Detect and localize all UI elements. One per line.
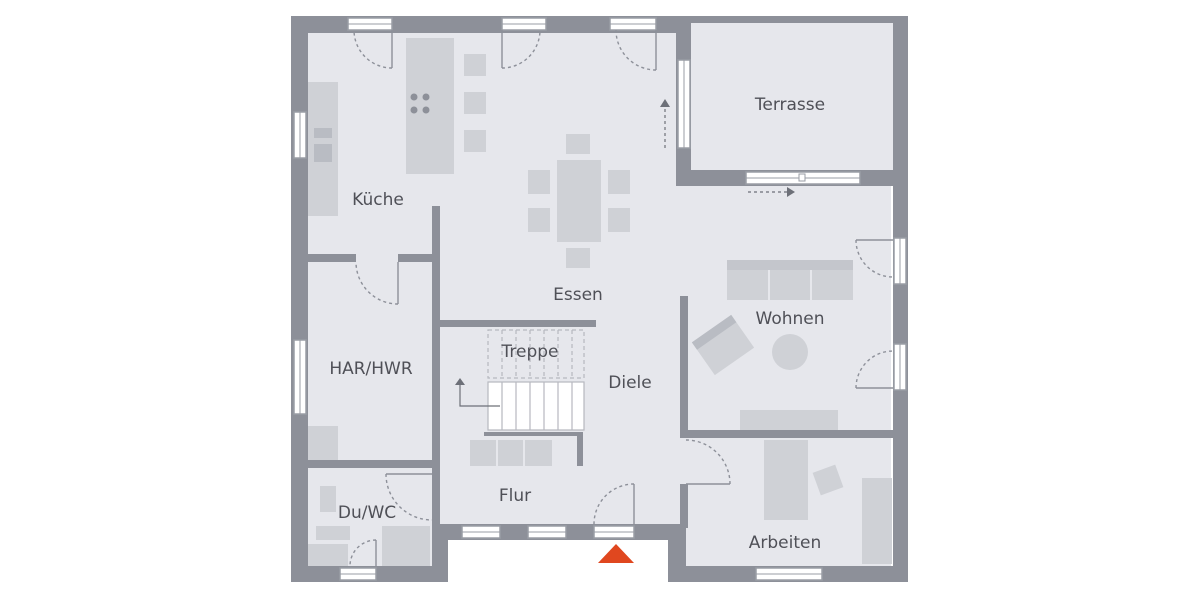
label-flur: Flur [499,486,531,506]
wall-stair-bottom [484,432,580,436]
bar-stool [464,130,486,152]
sink [316,526,350,540]
wall-wohnen-bottom [686,430,894,438]
bar-stool [464,54,486,76]
shower [382,526,430,566]
label-du-wc: Du/WC [338,503,396,523]
door-entrance [593,483,635,525]
wall-stair-end [577,432,583,466]
door-arbeiten [685,439,731,485]
terrace-floor [690,22,893,170]
wall-arbeiten-left [680,484,688,528]
door-top-middle [501,29,541,69]
dining-chair [528,170,550,194]
doors [349,29,894,567]
wall-kitchen-har-b [398,254,440,262]
room-labels: Küche Essen Terrasse Wohnen HAR/HWR Trep… [329,95,825,553]
dining-table [557,160,601,242]
wall-har-wc [308,460,440,468]
label-treppe: Treppe [500,342,558,362]
dining-chair [608,208,630,232]
label-essen: Essen [553,285,603,305]
label-terrasse: Terrasse [754,95,825,115]
bar-stool [464,92,486,114]
door-wohnen-2 [855,350,894,389]
label-har-hwr: HAR/HWR [329,359,413,379]
door-har [355,261,399,305]
kitchen-island [406,38,454,174]
label-wohnen: Wohnen [756,309,825,329]
desk-chair [812,464,844,496]
arrow-right-icon [787,187,795,197]
door-wc-bottom [349,539,377,567]
dining-chair [608,170,630,194]
label-diele: Diele [608,373,651,393]
windows [293,17,907,581]
shelf [862,478,892,564]
label-kueche: Küche [352,190,404,210]
label-arbeiten: Arbeiten [749,533,822,553]
interior-walls [308,206,894,528]
dining-chair [528,208,550,232]
arrow-up-icon [660,99,670,107]
armchair [691,314,755,376]
furniture [308,38,892,566]
sink-icon [314,128,332,138]
wall-wohnen-left [680,296,688,438]
terrace-top-edge [686,16,908,23]
wall-kitchen-har-a [308,254,356,262]
staircase [487,329,585,431]
coffee-table [772,334,808,370]
wall-stair-top [440,320,596,327]
dining-chair [566,248,590,268]
wall-right [893,16,908,582]
wardrobe [470,440,552,466]
utility-cabinet [308,426,338,460]
entrance-triangle-icon [598,544,634,563]
door-wc [385,473,433,521]
door-top-left [353,29,393,69]
stair-arrow-icon [459,384,500,407]
dining-chair [566,134,590,154]
door-wohnen-1 [855,239,894,278]
wall-wc-right [432,468,440,526]
wall-left [291,16,308,582]
shower-tray [308,544,348,566]
toilet [320,486,336,512]
door-top-right [615,29,657,71]
arrow-up-icon [455,378,465,385]
desk [764,440,808,520]
cooktop-icon [410,93,430,114]
sideboard [740,410,838,430]
entrance-cutout [448,540,668,585]
wall-har-right [432,206,440,468]
